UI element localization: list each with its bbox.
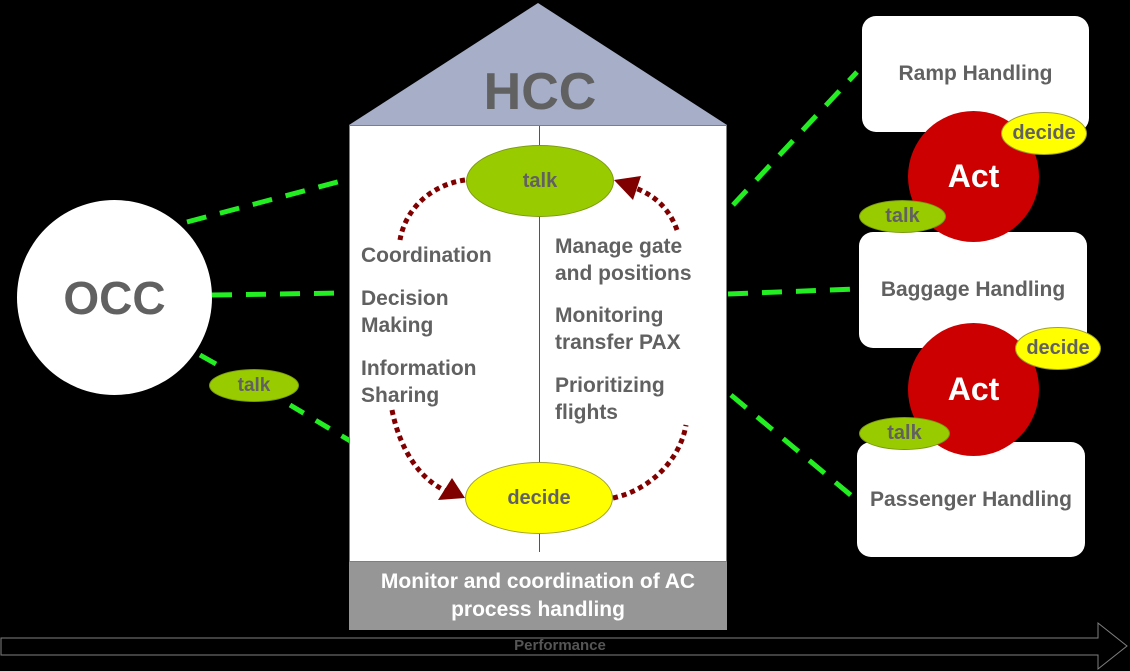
occ-hcc-link-bottom-b — [288, 402, 354, 445]
hcc-item-manage-gate: Manage gate and positions — [555, 235, 692, 285]
hcc-decide-node: decide — [465, 462, 613, 534]
occ-hcc-link-top — [186, 177, 346, 225]
handler-passenger: Passenger Handling — [857, 442, 1085, 557]
act-1-talk-badge: talk — [859, 200, 946, 233]
occ-hcc-link-middle — [211, 290, 346, 298]
hcc-item-monitoring-transfer: Monitoring transfer PAX — [555, 304, 681, 354]
hcc-footer: Monitor and coordination of AC process h… — [349, 562, 727, 630]
hcc-ramp-link — [731, 70, 859, 207]
hcc-talk-node: talk — [466, 145, 614, 217]
hcc-item-prioritizing-flights: Prioritizing flights — [555, 374, 665, 424]
occ-label: OCC — [63, 271, 166, 324]
hcc-baggage-link — [727, 286, 856, 297]
act-2-decide-badge: decide — [1015, 327, 1101, 370]
hcc-item-information-sharing: Information Sharing — [361, 357, 477, 407]
hcc-divider — [539, 126, 540, 552]
hcc-item-decision-making: Decision Making — [361, 287, 449, 337]
performance-arrow — [0, 621, 1128, 671]
hcc-title: HCC — [483, 63, 597, 121]
hcc-item-coordination: Coordination — [361, 244, 492, 267]
occ-hcc-link-bottom-a — [198, 352, 218, 367]
hcc-passenger-link — [729, 393, 855, 499]
occ-node: OCC — [17, 200, 212, 395]
hcc-roof — [349, 3, 727, 125]
act-1-decide-badge: decide — [1001, 112, 1087, 155]
occ-talk-badge: talk — [209, 369, 299, 402]
act-2-talk-badge: talk — [859, 417, 950, 450]
performance-label: Performance — [514, 637, 606, 654]
